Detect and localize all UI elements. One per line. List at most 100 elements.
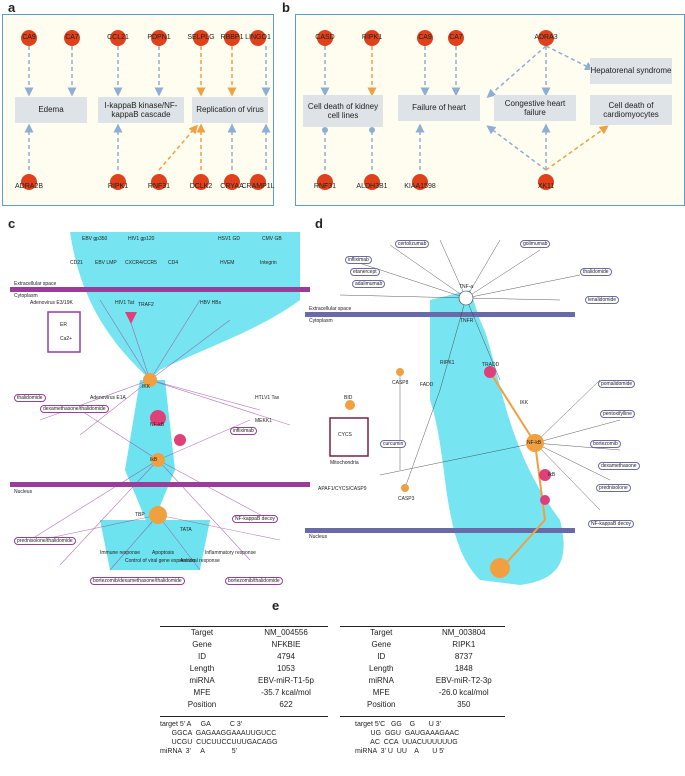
panel-label-b: b: [282, 0, 290, 15]
compartment-label: Nucleus: [309, 534, 328, 540]
gene-node: [412, 174, 428, 190]
gene-node: [364, 174, 380, 190]
table-value: 4794: [277, 652, 295, 661]
table-key: Position: [187, 700, 217, 709]
pathway-label: Integrin: [260, 260, 277, 266]
node-label: CCL21: [107, 34, 129, 41]
table-rule: [160, 716, 328, 717]
gene-node: [151, 174, 167, 190]
pathway-label: FADD: [420, 382, 434, 388]
gene-node: [193, 30, 209, 46]
pathway-label: HTLV1 Tax: [255, 395, 280, 401]
table-key: miRNA: [368, 676, 394, 685]
node-label: ALDH3B1: [356, 183, 388, 190]
table-key: Gene: [192, 640, 212, 649]
function-box: Failure of heart: [398, 95, 480, 121]
compartment-label: Extracellular space: [309, 306, 352, 312]
gene-node: [317, 30, 333, 46]
table-key: MFE: [372, 688, 390, 697]
gene-node: [110, 174, 126, 190]
table-value: 1053: [277, 664, 295, 673]
node-label: ADRA3: [534, 34, 558, 41]
pathway-label: CASP3: [398, 496, 415, 502]
node-label: CRYAA: [220, 183, 244, 190]
drug-tag: adalimumab: [352, 280, 386, 288]
node-label: ADRA2B: [14, 183, 44, 190]
function-box: Hepatorenal syndrome: [590, 58, 672, 84]
drug-tag: etanercept: [350, 268, 380, 276]
table-value: NFKBIE: [271, 640, 301, 649]
pathway-label: TRAF2: [138, 302, 154, 308]
node-label: CA9: [22, 34, 36, 41]
compartment-label: Cytoplasm: [309, 318, 333, 324]
node-label: XK11: [537, 183, 555, 190]
pathway-label: Adenovirus E1A: [90, 395, 126, 401]
alignment-line: miRNA 3' A 5': [160, 748, 237, 755]
pathway-label: Ca2+: [60, 336, 73, 342]
function-box: Congestive heart failure: [494, 95, 576, 121]
node-label: RBBP1: [220, 34, 244, 41]
table-value: EBV-miR-T2-3p: [435, 676, 492, 685]
drug-tag: thalidomide: [580, 268, 612, 276]
pathway-label: CD4: [168, 260, 179, 266]
table-key: MFE: [193, 688, 211, 697]
drug-tag: bortezomib/thalidomide: [225, 577, 283, 585]
gene-node: [364, 30, 380, 46]
gene-node: [224, 30, 240, 46]
gene-node: [538, 30, 554, 46]
pathway-label: HIV1 gp120: [128, 236, 155, 242]
table-key: Target: [370, 628, 393, 637]
function-box: Cell death of cardiomyocytes: [590, 95, 672, 125]
node-label: CRAMP1L: [241, 183, 275, 190]
pathway-label: IkB: [548, 472, 556, 478]
node-label: RIPK1: [361, 34, 383, 41]
node-label: RNF31: [313, 183, 337, 190]
gene-node: [193, 174, 209, 190]
table-value: 8737: [454, 652, 473, 661]
drug-tag: golimumab: [520, 240, 551, 248]
table-value: 350: [457, 700, 471, 709]
pathway-label: RIPK1: [440, 360, 455, 366]
table-key: ID: [198, 652, 206, 661]
compartment-label: Extracellular space: [14, 281, 57, 287]
node-label: CA7: [449, 34, 463, 41]
drug-tag: dexamethasone/thalidomide: [40, 405, 109, 413]
node-label: CA7: [65, 34, 79, 41]
panel-label-d: d: [315, 216, 323, 231]
table-value: NM_004556: [264, 628, 308, 637]
outcome-label: Inflammatory response: [205, 550, 256, 556]
table-value: 1848: [454, 664, 473, 673]
function-box: Edema: [15, 97, 87, 123]
drug-tag: pentoxifylline: [600, 410, 635, 418]
drug-tag: prednisolone: [596, 484, 631, 492]
drug-tag: lenalidomide: [585, 296, 620, 304]
node-label: SELPLG: [187, 34, 215, 41]
pathway-label: TATA: [180, 527, 192, 533]
node-label: RNF31: [147, 183, 171, 190]
panel-label-c: c: [8, 216, 16, 231]
drug-tag: infliximab: [345, 256, 372, 264]
compartment-label: Cytoplasm: [14, 293, 38, 299]
node-label: LINGO1: [245, 34, 271, 41]
pathway-label: CXCR4/CCR5: [125, 260, 157, 266]
pathway-label: IKK: [142, 384, 151, 390]
pathway-label: ER: [60, 322, 67, 328]
table-key: Length: [369, 664, 394, 673]
outcome-label: Immune response: [100, 550, 141, 556]
pathway-label: Mitochondria: [330, 460, 359, 466]
drug-tag: thalidomide: [14, 394, 46, 402]
alignment-line: UG GGU GAUGAAAGAAC: [355, 730, 460, 737]
pathway-label: IkB: [150, 457, 158, 463]
table-value: -35.7 kcal/mol: [261, 688, 311, 697]
pathway-label: CMV GB: [262, 236, 282, 242]
pathway-label: HIV1 Tat: [115, 300, 135, 306]
gene-node: [64, 30, 80, 46]
gene-node: [110, 30, 126, 46]
pathway-label: TNFR: [460, 318, 474, 324]
table-key: ID: [377, 652, 386, 661]
node-label: RIPK1: [107, 183, 129, 190]
gene-node: [151, 30, 167, 46]
function-box: Cell death of kidney cell lines: [303, 95, 383, 127]
outcome-label: Apoptosis: [152, 550, 174, 556]
